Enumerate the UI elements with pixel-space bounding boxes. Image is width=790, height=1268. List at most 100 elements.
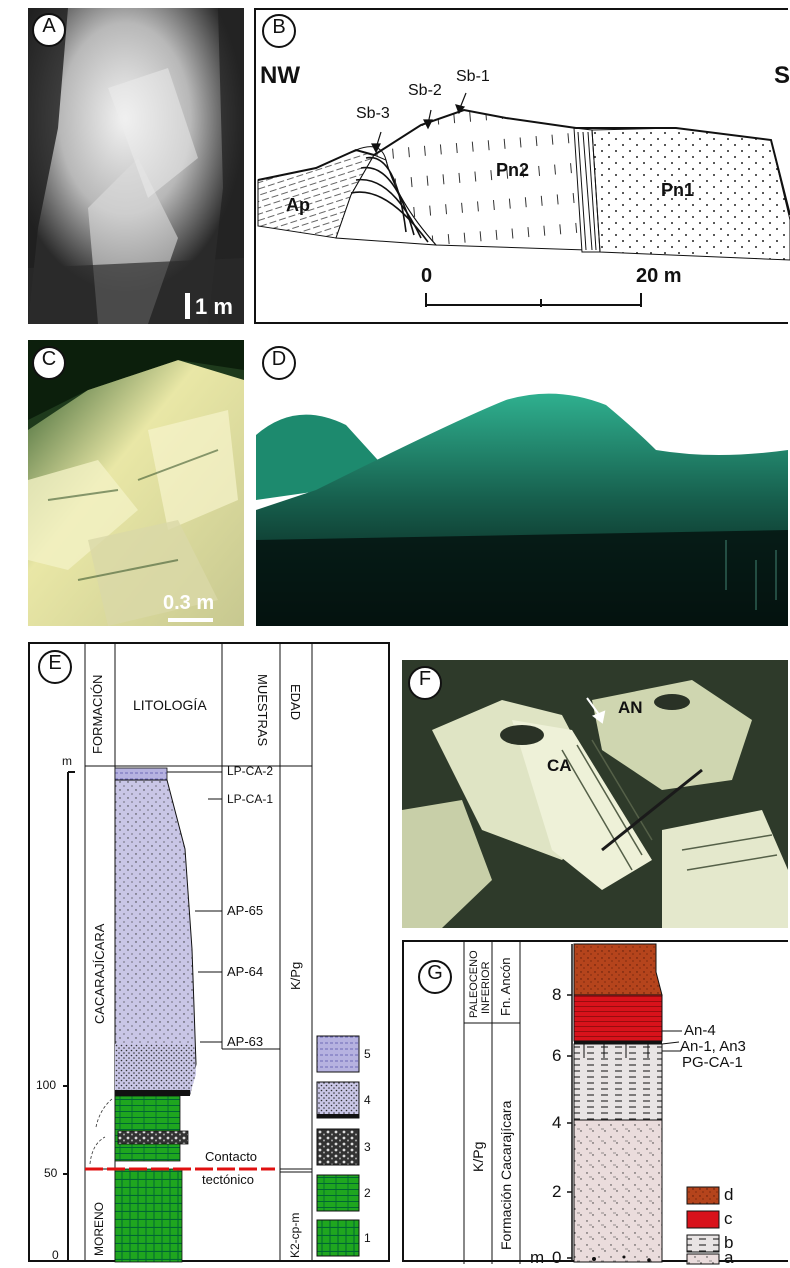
scale-end: 20 m bbox=[636, 265, 682, 287]
layer-breccia bbox=[117, 1130, 189, 1145]
panel-g-label: G bbox=[418, 960, 452, 994]
panel-b: B NW S Ap Pn2 Pn1 Sb-3 Sb-2 Sb-1 0 20 m bbox=[254, 8, 790, 324]
panel-g: G PALEOCENO INFERIOR Fn. Ancón K/Pg Form… bbox=[402, 940, 788, 1267]
scale-tick-8: 8 bbox=[552, 985, 562, 1004]
formation-cacarajicara: Formación Cacarajícara bbox=[498, 1100, 514, 1250]
age-k2cpm: K2-cp-m bbox=[288, 1212, 302, 1258]
legend-box-5 bbox=[316, 1035, 360, 1073]
panel-b-label: B bbox=[262, 14, 296, 48]
unit-label-ap: Ap bbox=[286, 195, 310, 215]
panel-e-label: E bbox=[38, 650, 72, 684]
age-kpg: K/Pg bbox=[288, 961, 303, 990]
scale-bar bbox=[168, 618, 213, 622]
scale-tick-0: 0 bbox=[52, 1248, 59, 1262]
sample-lpca1: LP-CA-1 bbox=[227, 792, 274, 806]
se-label: S bbox=[774, 62, 790, 89]
layer-a bbox=[573, 1119, 663, 1263]
legend-box-b2 bbox=[686, 1234, 720, 1253]
header-muestras: MUESTRAS bbox=[255, 674, 270, 747]
panel-c-photo bbox=[28, 340, 244, 626]
sample-sb3: Sb-3 bbox=[356, 105, 390, 122]
layer-d bbox=[573, 943, 663, 996]
panel-a-label: A bbox=[32, 13, 66, 47]
formation-cacarajicara: CACARAJÍCARA bbox=[92, 923, 107, 1024]
legend-label-3: 3 bbox=[364, 1140, 371, 1154]
panel-d-label: D bbox=[262, 346, 296, 380]
scale-bar bbox=[63, 771, 75, 1262]
legend-box-d bbox=[686, 1186, 720, 1205]
header-formacion: FORMACIÓN bbox=[90, 674, 105, 754]
panel-d: D bbox=[256, 340, 788, 626]
scale-start: 0 bbox=[421, 265, 433, 287]
layer-c bbox=[573, 994, 663, 1042]
nw-label: NW bbox=[260, 62, 300, 89]
panel-a-photo bbox=[28, 8, 244, 324]
legend-label-c: c bbox=[724, 1209, 733, 1228]
panel-c-label: C bbox=[32, 346, 66, 380]
contact-label-2: tectónico bbox=[202, 1172, 255, 1187]
panel-f-photo bbox=[402, 660, 788, 928]
panel-c: C 0.3 m bbox=[28, 340, 244, 626]
panel-f: F CA AN bbox=[402, 660, 788, 928]
sample-pgca1: PG-CA-1 bbox=[682, 1054, 743, 1071]
scale-tick-4: 4 bbox=[552, 1113, 562, 1132]
layer-lp-band bbox=[114, 767, 168, 781]
legend-label-b: b bbox=[724, 1233, 734, 1252]
layer-green-upper bbox=[114, 1095, 181, 1162]
cross-section bbox=[257, 92, 790, 307]
sample-an1-an3: An-1, An3 bbox=[680, 1038, 746, 1055]
legend-label-a: a bbox=[724, 1248, 734, 1267]
sample-ap63: AP-63 bbox=[227, 1034, 264, 1049]
legend-label-4: 4 bbox=[364, 1093, 371, 1107]
label-an: AN bbox=[618, 698, 643, 717]
sample-ap64: AP-64 bbox=[227, 964, 264, 979]
scale-tick-2: 2 bbox=[552, 1182, 562, 1201]
sample-lpca2: LP-CA-2 bbox=[227, 764, 274, 778]
panel-a-scale-label: 1 m bbox=[195, 294, 233, 319]
scale-tick-50: 50 bbox=[44, 1166, 58, 1180]
header-edad: EDAD bbox=[288, 684, 303, 721]
legend-box-2 bbox=[316, 1174, 360, 1212]
legend-box-c bbox=[686, 1210, 720, 1229]
panel-d-photo bbox=[256, 340, 788, 626]
legend-box-4 bbox=[316, 1081, 360, 1119]
panel-c-scale-label: 0.3 m bbox=[163, 592, 215, 614]
formation-moreno: MORENO bbox=[92, 1202, 106, 1256]
scale-bar bbox=[425, 293, 642, 307]
scale-tick-0: 0 bbox=[552, 1248, 562, 1267]
legend-box-1 bbox=[316, 1219, 360, 1257]
sample-sb2: Sb-2 bbox=[408, 82, 442, 99]
formation-ancon: Fn. Ancón bbox=[498, 957, 513, 1016]
scale-tick-100: 100 bbox=[36, 1078, 57, 1092]
layer-cacarajicara-lower bbox=[115, 1044, 196, 1094]
header-litologia: LITOLOGÍA bbox=[133, 697, 207, 713]
panel-f-label: F bbox=[408, 666, 442, 700]
legend-label-d: d bbox=[724, 1185, 734, 1204]
scale-unit: m bbox=[62, 754, 72, 768]
label-ca: CA bbox=[547, 756, 572, 775]
sample-sb1: Sb-1 bbox=[456, 68, 490, 85]
age-kpg: K/Pg bbox=[470, 1141, 486, 1172]
panel-a: A 1 m bbox=[28, 8, 244, 324]
legend-box-3 bbox=[316, 1128, 360, 1166]
scale-bar bbox=[185, 293, 190, 319]
scale-tick-6: 6 bbox=[552, 1046, 562, 1065]
scale-unit: m bbox=[530, 1248, 545, 1267]
layer-moreno bbox=[114, 1168, 183, 1263]
unit-label-pn1: Pn1 bbox=[661, 180, 695, 200]
age-inferior: INFERIOR bbox=[480, 961, 492, 1014]
panel-e: E FORMACIÓN LITOLOGÍA MUESTRAS EDAD CACA… bbox=[28, 642, 390, 1263]
legend-label-5: 5 bbox=[364, 1047, 371, 1061]
sample-an4: An-4 bbox=[684, 1022, 716, 1039]
legend-label-1: 1 bbox=[364, 1231, 371, 1245]
legend-box-a bbox=[686, 1253, 720, 1265]
legend-label-2: 2 bbox=[364, 1186, 371, 1200]
contact-label-1: Contacto bbox=[205, 1149, 258, 1164]
stratigraphic-column-g bbox=[463, 942, 720, 1265]
topographic-profile bbox=[257, 108, 790, 216]
age-paleoceno: PALEOCENO bbox=[468, 950, 480, 1018]
sample-ap65: AP-65 bbox=[227, 903, 264, 918]
unit-label-pn2: Pn2 bbox=[496, 160, 530, 180]
stratigraphic-column-e bbox=[63, 644, 360, 1263]
layer-b bbox=[573, 1043, 663, 1121]
